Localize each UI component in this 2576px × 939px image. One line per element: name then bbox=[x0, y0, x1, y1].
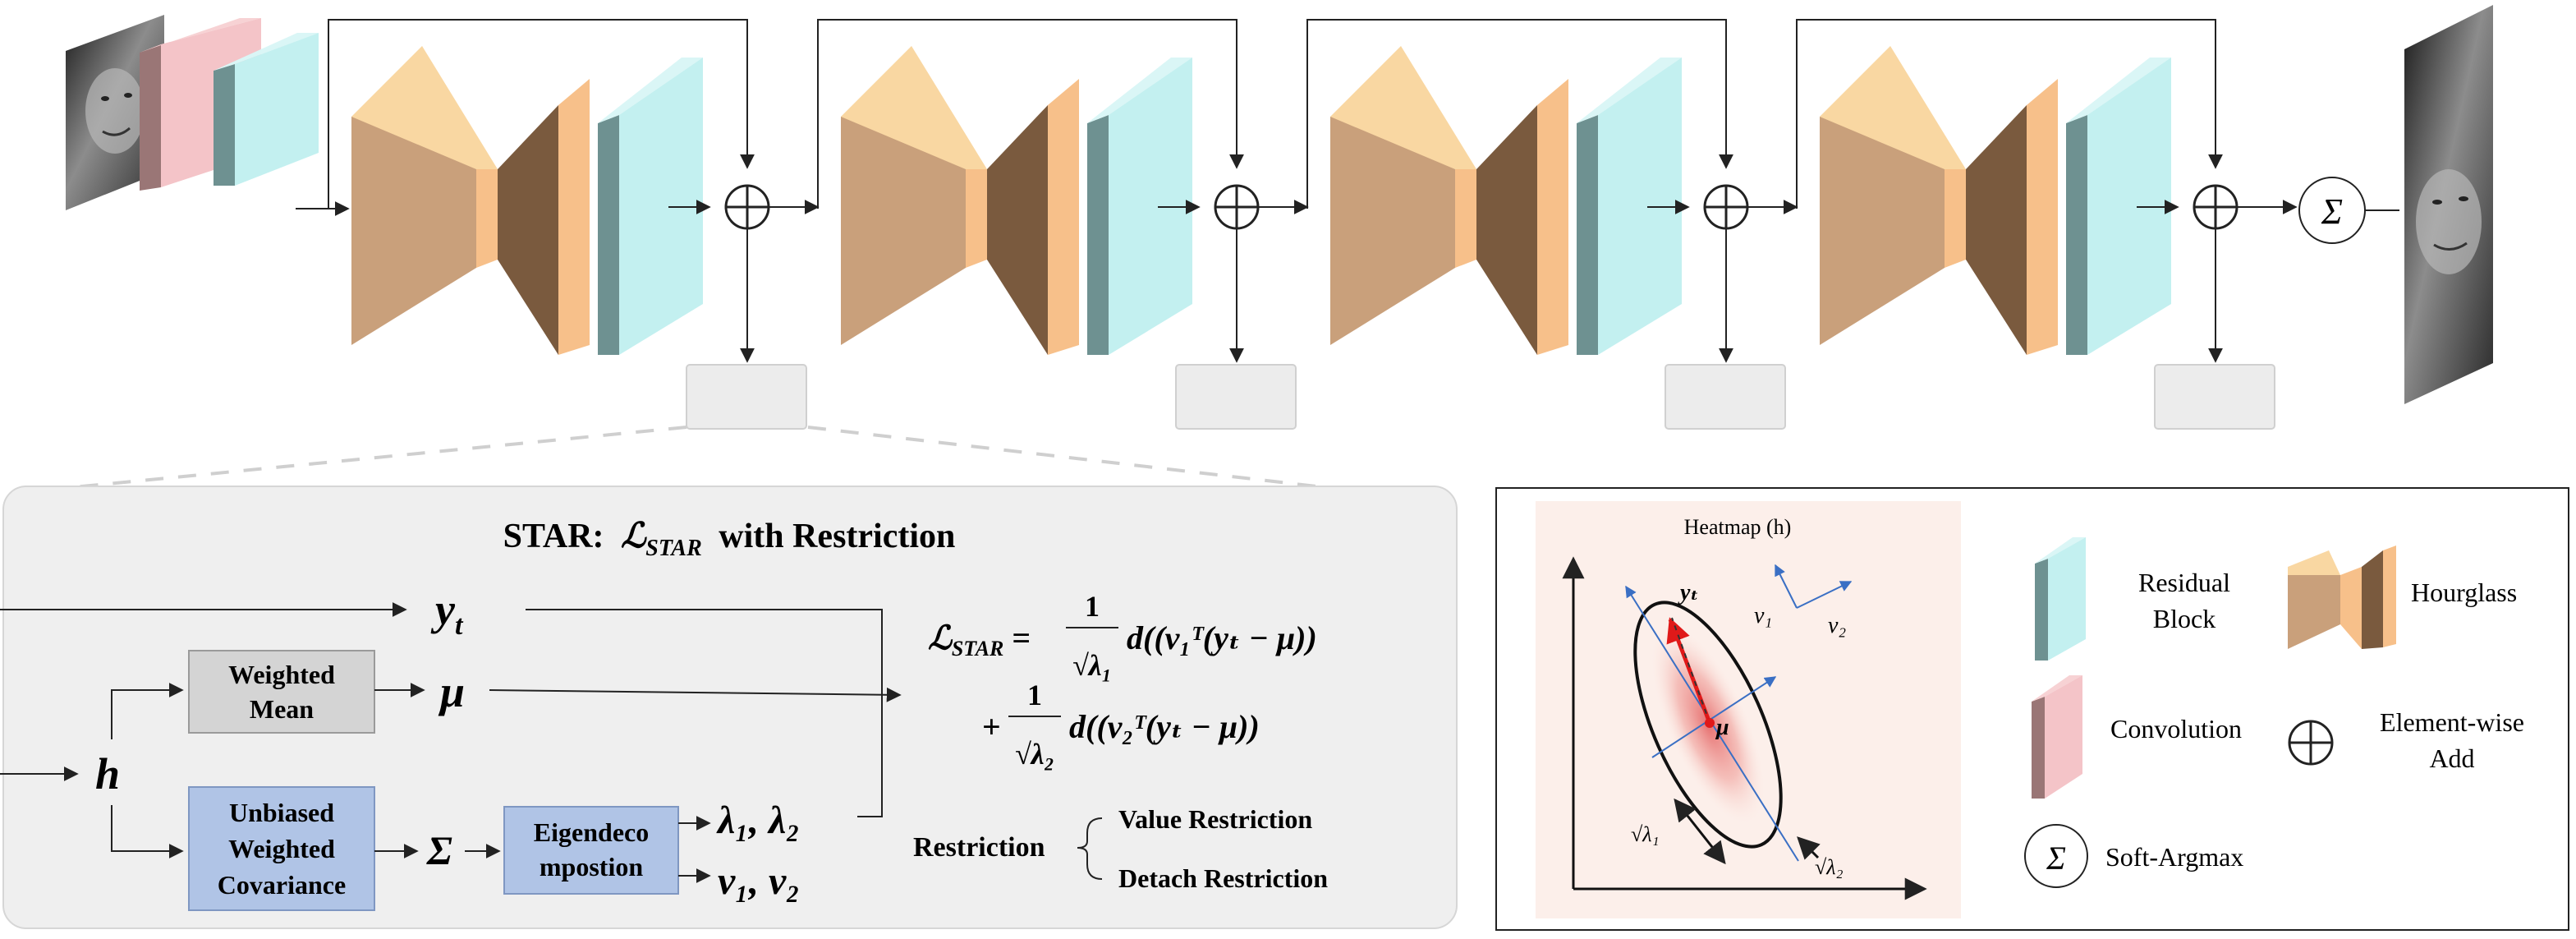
heatmap-yt: yₜ bbox=[1678, 580, 1699, 605]
pipeline: Σ bbox=[66, 5, 2493, 430]
stage-residual-front bbox=[619, 58, 703, 355]
formula-plus: + bbox=[982, 708, 1001, 745]
legend-panel: Heatmap (h) yₜ μ v₁ v₂ √λ₁ √λ₂ bbox=[1495, 487, 2569, 931]
stage-residual-side bbox=[598, 115, 619, 355]
formula-line2: d((v₂ᵀ(yₜ − μ)) bbox=[1069, 708, 1260, 745]
weighted-mean-line1: Weighted bbox=[228, 660, 335, 689]
heatmap-title: Heatmap (h) bbox=[1684, 515, 1792, 539]
hourglass-stage-4 bbox=[1796, 19, 2298, 430]
legend-residual-line1: Residual bbox=[2138, 568, 2230, 597]
weighted-mean-line2: Mean bbox=[250, 694, 314, 724]
hourglass-decoder bbox=[987, 105, 1048, 355]
heatmap-illustration: Heatmap (h) yₜ μ v₁ v₂ √λ₁ √λ₂ bbox=[1536, 501, 1961, 918]
legend-convolution-label: Convolution bbox=[2110, 714, 2242, 743]
legend-residual-block: Residual Block bbox=[2035, 537, 2230, 661]
cov-line2: Weighted bbox=[228, 834, 335, 863]
legend-convolution: Convolution bbox=[2032, 675, 2242, 799]
soft-argmax-node: Σ bbox=[2298, 177, 2366, 244]
restriction-brace bbox=[1077, 817, 1103, 880]
heatmap-sqrt-l2: √λ₂ bbox=[1815, 855, 1844, 879]
eigendecomposition-box bbox=[503, 806, 679, 895]
star-panel-title: STAR: ℒSTAR with Restriction bbox=[503, 518, 956, 564]
hourglass-encoder bbox=[841, 117, 966, 345]
legend-element-wise-add: Element-wise Add bbox=[2288, 707, 2524, 773]
stage-residual-front bbox=[1109, 58, 1192, 355]
stage-residual-side bbox=[1087, 115, 1109, 355]
heatmap-sqrt-l1: √λ₁ bbox=[1631, 822, 1660, 846]
hourglass-decoder bbox=[1966, 105, 2027, 355]
sum-circle-icon bbox=[2024, 824, 2088, 888]
legend-add-line2: Add bbox=[2429, 743, 2474, 773]
legend-hourglass-label: Hourglass bbox=[2411, 578, 2517, 607]
sum-symbol: Σ bbox=[2321, 191, 2343, 232]
v-label: v₁, v₂ bbox=[718, 859, 800, 903]
value-restriction: Value Restriction bbox=[1118, 804, 1312, 834]
restriction-label: Restriction bbox=[913, 832, 1045, 863]
hourglass-stage-3 bbox=[1306, 19, 1798, 430]
lambda-label: λ₁, λ₂ bbox=[716, 799, 800, 842]
hourglass-stage-2 bbox=[817, 19, 1309, 430]
mu-label: μ bbox=[438, 667, 465, 716]
frac2-den: √λ₂ bbox=[1015, 738, 1054, 771]
hourglass-decoder bbox=[498, 105, 558, 355]
cov-line1: Unbiased bbox=[229, 798, 334, 827]
stage-residual-side bbox=[1577, 115, 1598, 355]
legend-soft-argmax-label: Soft-Argmax bbox=[2105, 842, 2243, 872]
sigma-label: Σ bbox=[426, 827, 452, 873]
hourglass-encoder bbox=[1330, 117, 1455, 345]
stage-loss-box bbox=[686, 364, 807, 430]
legend-hourglass: Hourglass bbox=[2288, 545, 2517, 649]
frac2-num: 1 bbox=[1027, 679, 1042, 711]
hourglass-encoder bbox=[1820, 117, 1945, 345]
legend-residual-line2: Block bbox=[2153, 604, 2216, 633]
heatmap-v2: v₂ bbox=[1828, 613, 1846, 638]
stage-residual-side bbox=[2066, 115, 2087, 355]
legend-soft-argmax: Σ Soft-Argmax bbox=[2024, 824, 2243, 888]
output-face-image bbox=[2404, 5, 2493, 404]
stage-residual-front bbox=[1598, 58, 1682, 355]
zoom-lines bbox=[65, 426, 1331, 490]
weighted-mean-box bbox=[188, 650, 375, 734]
heatmap-mu: μ bbox=[1715, 715, 1729, 740]
stage-loss-box bbox=[1665, 364, 1786, 430]
hourglass-decoder bbox=[1476, 105, 1537, 355]
cov-line3: Covariance bbox=[218, 870, 346, 900]
star-formula: ℒSTAR = 1 √λ₁ d((v₁ᵀ(yₜ − μ)) + 1 √λ₂ d(… bbox=[928, 590, 1317, 771]
stage-loss-box bbox=[2154, 364, 2275, 430]
y-t-label: yt bbox=[430, 585, 464, 641]
stage-residual-front bbox=[2087, 58, 2171, 355]
star-panel: STAR: ℒSTAR with Restriction yt h Weight… bbox=[0, 486, 1458, 929]
legend-sum-symbol: Σ bbox=[2046, 840, 2066, 877]
frac1-den: √λ₁ bbox=[1072, 649, 1112, 682]
formula-line1: d((v₁ᵀ(yₜ − μ)) bbox=[1127, 619, 1317, 656]
formula-lhs: ℒSTAR = bbox=[928, 619, 1031, 661]
eigen-line2: mpostion bbox=[540, 852, 643, 881]
legend-add-line1: Element-wise bbox=[2380, 707, 2524, 737]
hourglass-encoder bbox=[351, 117, 476, 345]
residual-block bbox=[214, 33, 319, 186]
hourglass-stage-1 bbox=[328, 19, 820, 430]
eigen-line1: Eigendeco bbox=[534, 817, 649, 847]
h-label: h bbox=[95, 749, 120, 799]
unbiased-covariance-box bbox=[188, 786, 375, 911]
frac1-num: 1 bbox=[1085, 590, 1100, 623]
heatmap-v1: v₁ bbox=[1754, 603, 1772, 628]
detach-restriction: Detach Restriction bbox=[1118, 863, 1328, 893]
stage-loss-box bbox=[1175, 364, 1297, 430]
